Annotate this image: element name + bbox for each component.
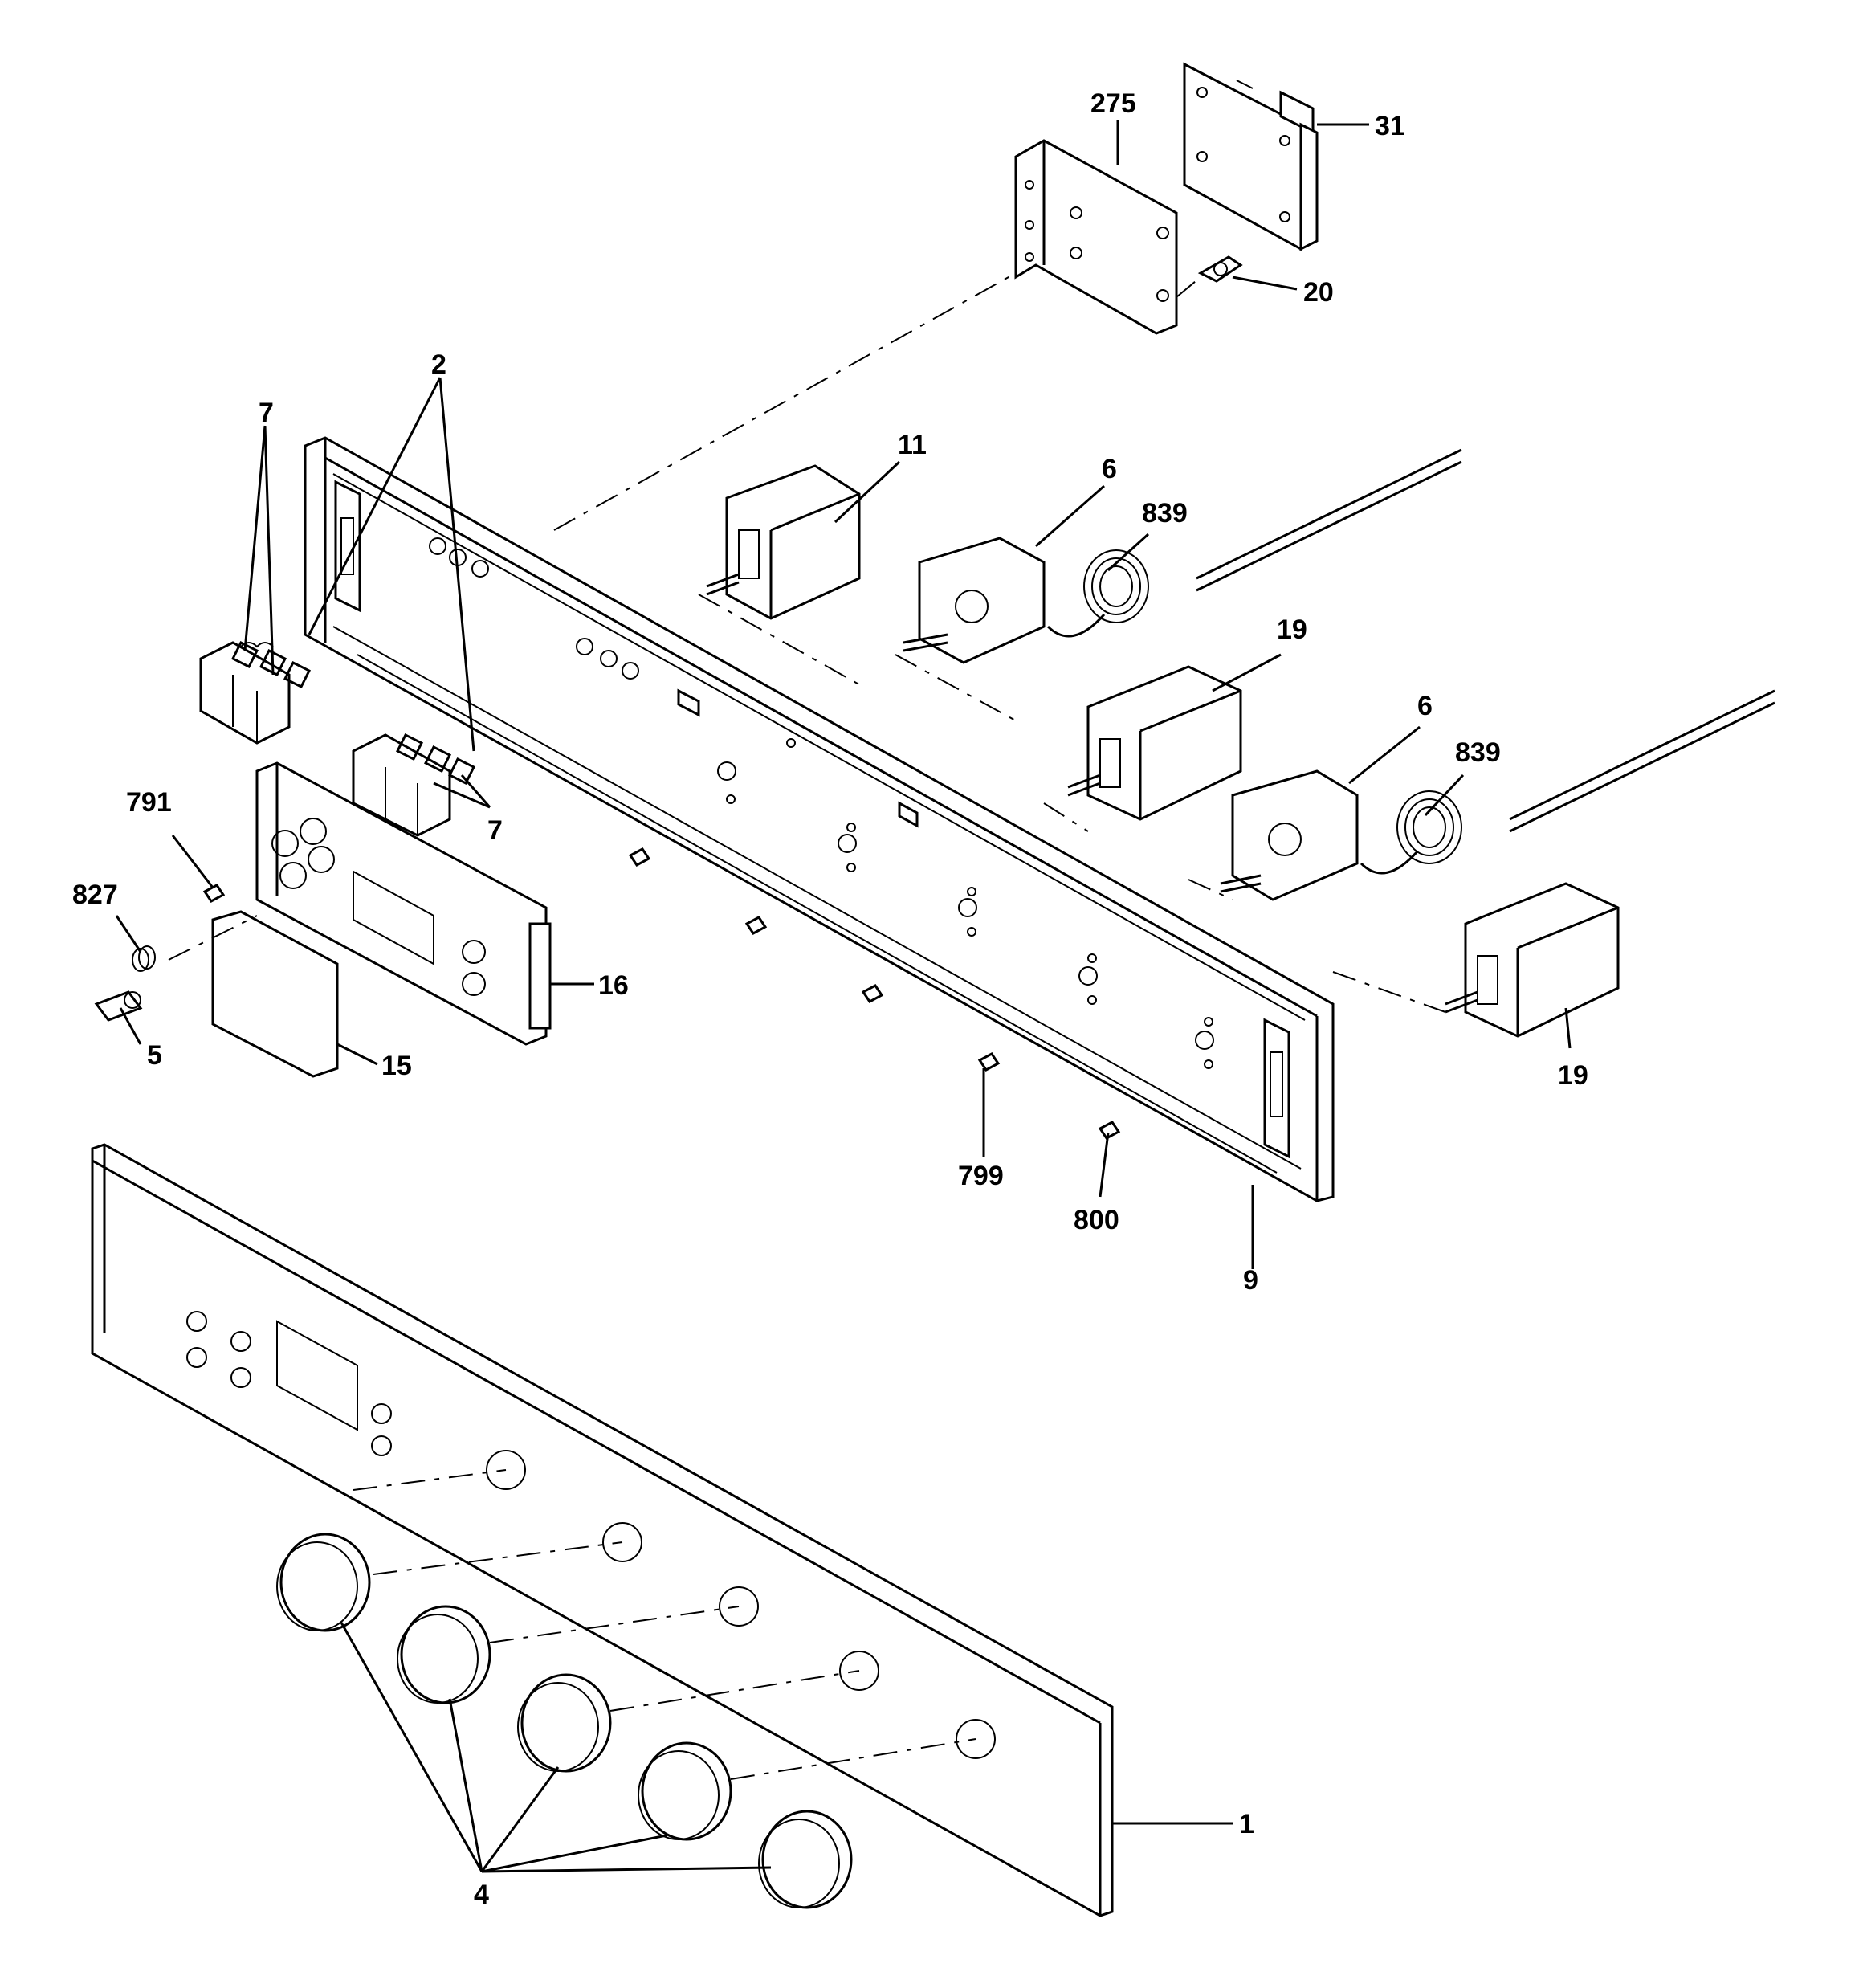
bracket-part-275 xyxy=(1014,139,1178,335)
screw-part-800 xyxy=(1098,1121,1121,1140)
control-knob-4 xyxy=(638,1741,732,1841)
sensor-clip-part-20 xyxy=(1197,255,1243,283)
callout-827: 827 xyxy=(72,880,118,910)
screw-panel-2 xyxy=(744,916,768,935)
callout-20: 20 xyxy=(1303,277,1334,308)
selector-switch-part-11 xyxy=(706,464,861,620)
callout-799: 799 xyxy=(958,1161,1004,1191)
screw-part-799 xyxy=(977,1052,1001,1072)
callout-19-upper: 19 xyxy=(1277,614,1307,645)
callout-275: 275 xyxy=(1090,88,1136,119)
callout-7-lower: 7 xyxy=(487,815,503,846)
clock-control-board-part-16 xyxy=(255,761,552,1046)
callout-6-upper: 6 xyxy=(1102,454,1117,484)
callout-31: 31 xyxy=(1375,111,1405,141)
front-control-panel-part-1 xyxy=(91,1143,1114,1917)
callout-16: 16 xyxy=(598,970,629,1001)
capillary-bulb-part-839-upper xyxy=(1046,448,1462,638)
callout-1: 1 xyxy=(1239,1809,1254,1839)
overlay-film-part-15 xyxy=(211,910,339,1078)
callout-800: 800 xyxy=(1074,1205,1119,1235)
control-knob-1 xyxy=(276,1533,371,1632)
knob-shaft-part-5 xyxy=(94,990,143,1022)
push-switch-group-lower xyxy=(352,733,476,837)
spring-part-827 xyxy=(132,945,156,972)
capillary-bulb-part-839-lower xyxy=(1360,689,1775,875)
callout-7-upper: 7 xyxy=(259,398,274,428)
push-switch-group-upper xyxy=(199,640,312,745)
callout-11: 11 xyxy=(898,430,927,460)
thermostat-part-6-upper xyxy=(903,537,1046,664)
control-knob-3 xyxy=(517,1673,612,1773)
callout-839-lower: 839 xyxy=(1455,737,1501,768)
alignment-lines xyxy=(168,272,1446,1780)
control-knob-5 xyxy=(758,1810,853,1909)
leader-lines xyxy=(115,120,1572,1873)
callout-9: 9 xyxy=(1243,1265,1258,1296)
selector-switch-part-19-upper xyxy=(1067,665,1242,821)
callout-839-upper: 839 xyxy=(1142,498,1188,529)
callout-labels: 275 31 20 2 7 11 6 839 19 6 839 7 791 82… xyxy=(72,88,1588,1910)
callout-5: 5 xyxy=(147,1040,162,1071)
callout-15: 15 xyxy=(381,1051,412,1081)
control-knob-2 xyxy=(397,1605,491,1704)
selector-switch-part-19-lower xyxy=(1445,882,1620,1038)
screw-panel-3 xyxy=(861,984,884,1003)
callout-6-lower: 6 xyxy=(1417,691,1433,721)
callout-19-lower: 19 xyxy=(1558,1060,1588,1091)
console-backplate-part-9 xyxy=(304,436,1335,1202)
callout-4: 4 xyxy=(474,1880,489,1910)
thermostat-part-6-lower xyxy=(1220,769,1359,901)
screw-part-791 xyxy=(202,884,226,903)
callout-791: 791 xyxy=(126,787,172,818)
callout-2: 2 xyxy=(431,349,446,380)
control-board-part-31 xyxy=(1183,62,1319,251)
screw-panel-1 xyxy=(628,847,651,867)
